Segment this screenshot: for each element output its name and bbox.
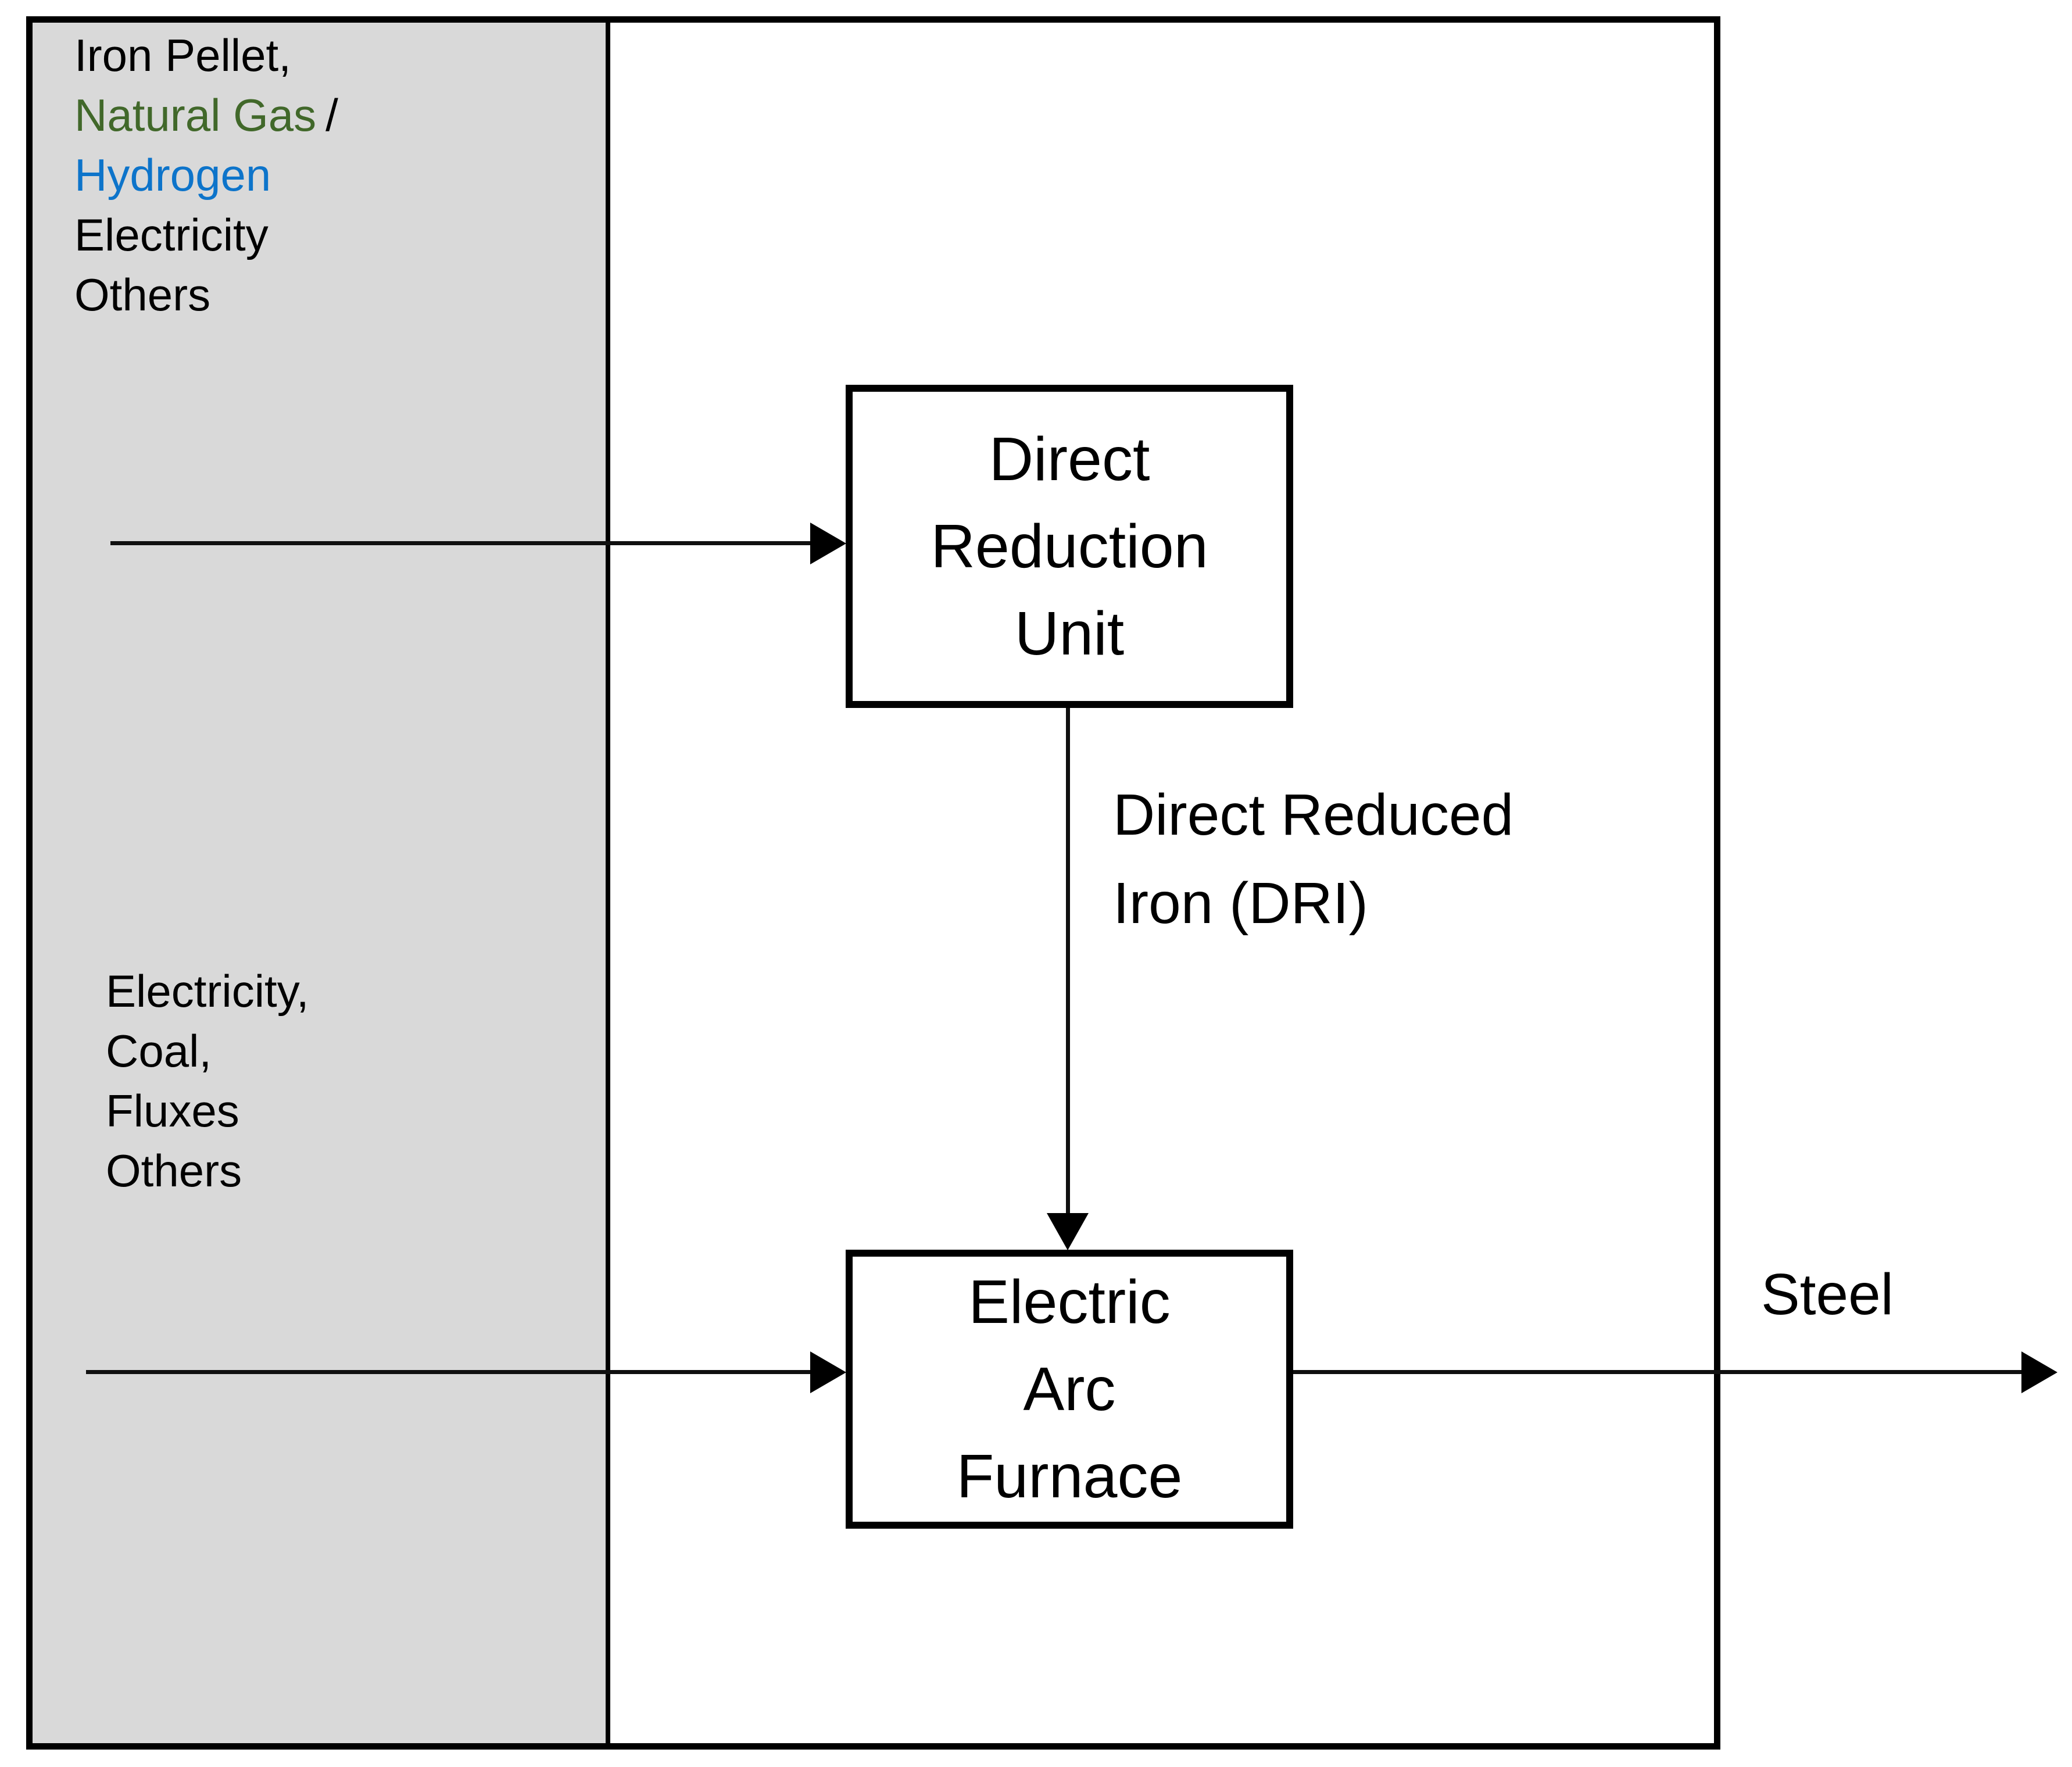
eaf-label-line3: Furnace [956, 1442, 1183, 1511]
steel-output-label: Steel [1761, 1262, 1894, 1327]
dri-flow-label: Direct Reduced Iron (DRI) [1113, 771, 1513, 947]
input-iron-pellet: Iron Pellet, [74, 30, 291, 81]
input-natural-gas-line: Natural Gas/ [74, 85, 338, 145]
input-natural-gas: Natural Gas [74, 90, 317, 141]
steel-output-arrow-shaft [1293, 1370, 2023, 1374]
dru-input-arrowhead-icon [810, 523, 846, 564]
steel-output-arrowhead-icon [2021, 1351, 2057, 1393]
eaf-input-arrow-shaft [86, 1370, 813, 1374]
dru-label-line3: Unit [1014, 599, 1125, 668]
slash-separator: / [325, 90, 338, 141]
eaf-input-arrowhead-icon [810, 1351, 846, 1393]
input-hydrogen: Hydrogen [74, 149, 271, 201]
input-electricity: Electricity [74, 209, 269, 260]
input-coal: Coal, [106, 1025, 212, 1076]
dri-flow-arrow-shaft [1066, 708, 1070, 1216]
input-electricity-eaf: Electricity, [106, 965, 309, 1017]
eaf-label-line2: Arc [1023, 1355, 1116, 1423]
dru-label-line2: Reduction [931, 512, 1208, 581]
dru-input-arrow-shaft [110, 541, 814, 545]
eaf-input-list: Electricity, Coal, Fluxes Others [106, 961, 309, 1201]
dri-flow-label-line1: Direct Reduced [1113, 782, 1514, 847]
eaf-label-line1: Electric [968, 1268, 1171, 1336]
dri-flow-label-line2: Iron (DRI) [1113, 871, 1368, 936]
input-others-eaf: Others [106, 1145, 242, 1196]
input-others: Others [74, 269, 211, 320]
electric-arc-furnace-box: Electric Arc Furnace [846, 1250, 1293, 1529]
input-fluxes: Fluxes [106, 1085, 239, 1136]
direct-reduction-unit-box: Direct Reduction Unit [846, 385, 1293, 708]
dri-flow-arrowhead-icon [1047, 1213, 1089, 1250]
dru-label-line1: Direct [989, 425, 1150, 493]
inputs-panel [33, 23, 610, 1743]
dru-input-list: Iron Pellet, Natural Gas/ Hydrogen Elect… [74, 26, 338, 325]
